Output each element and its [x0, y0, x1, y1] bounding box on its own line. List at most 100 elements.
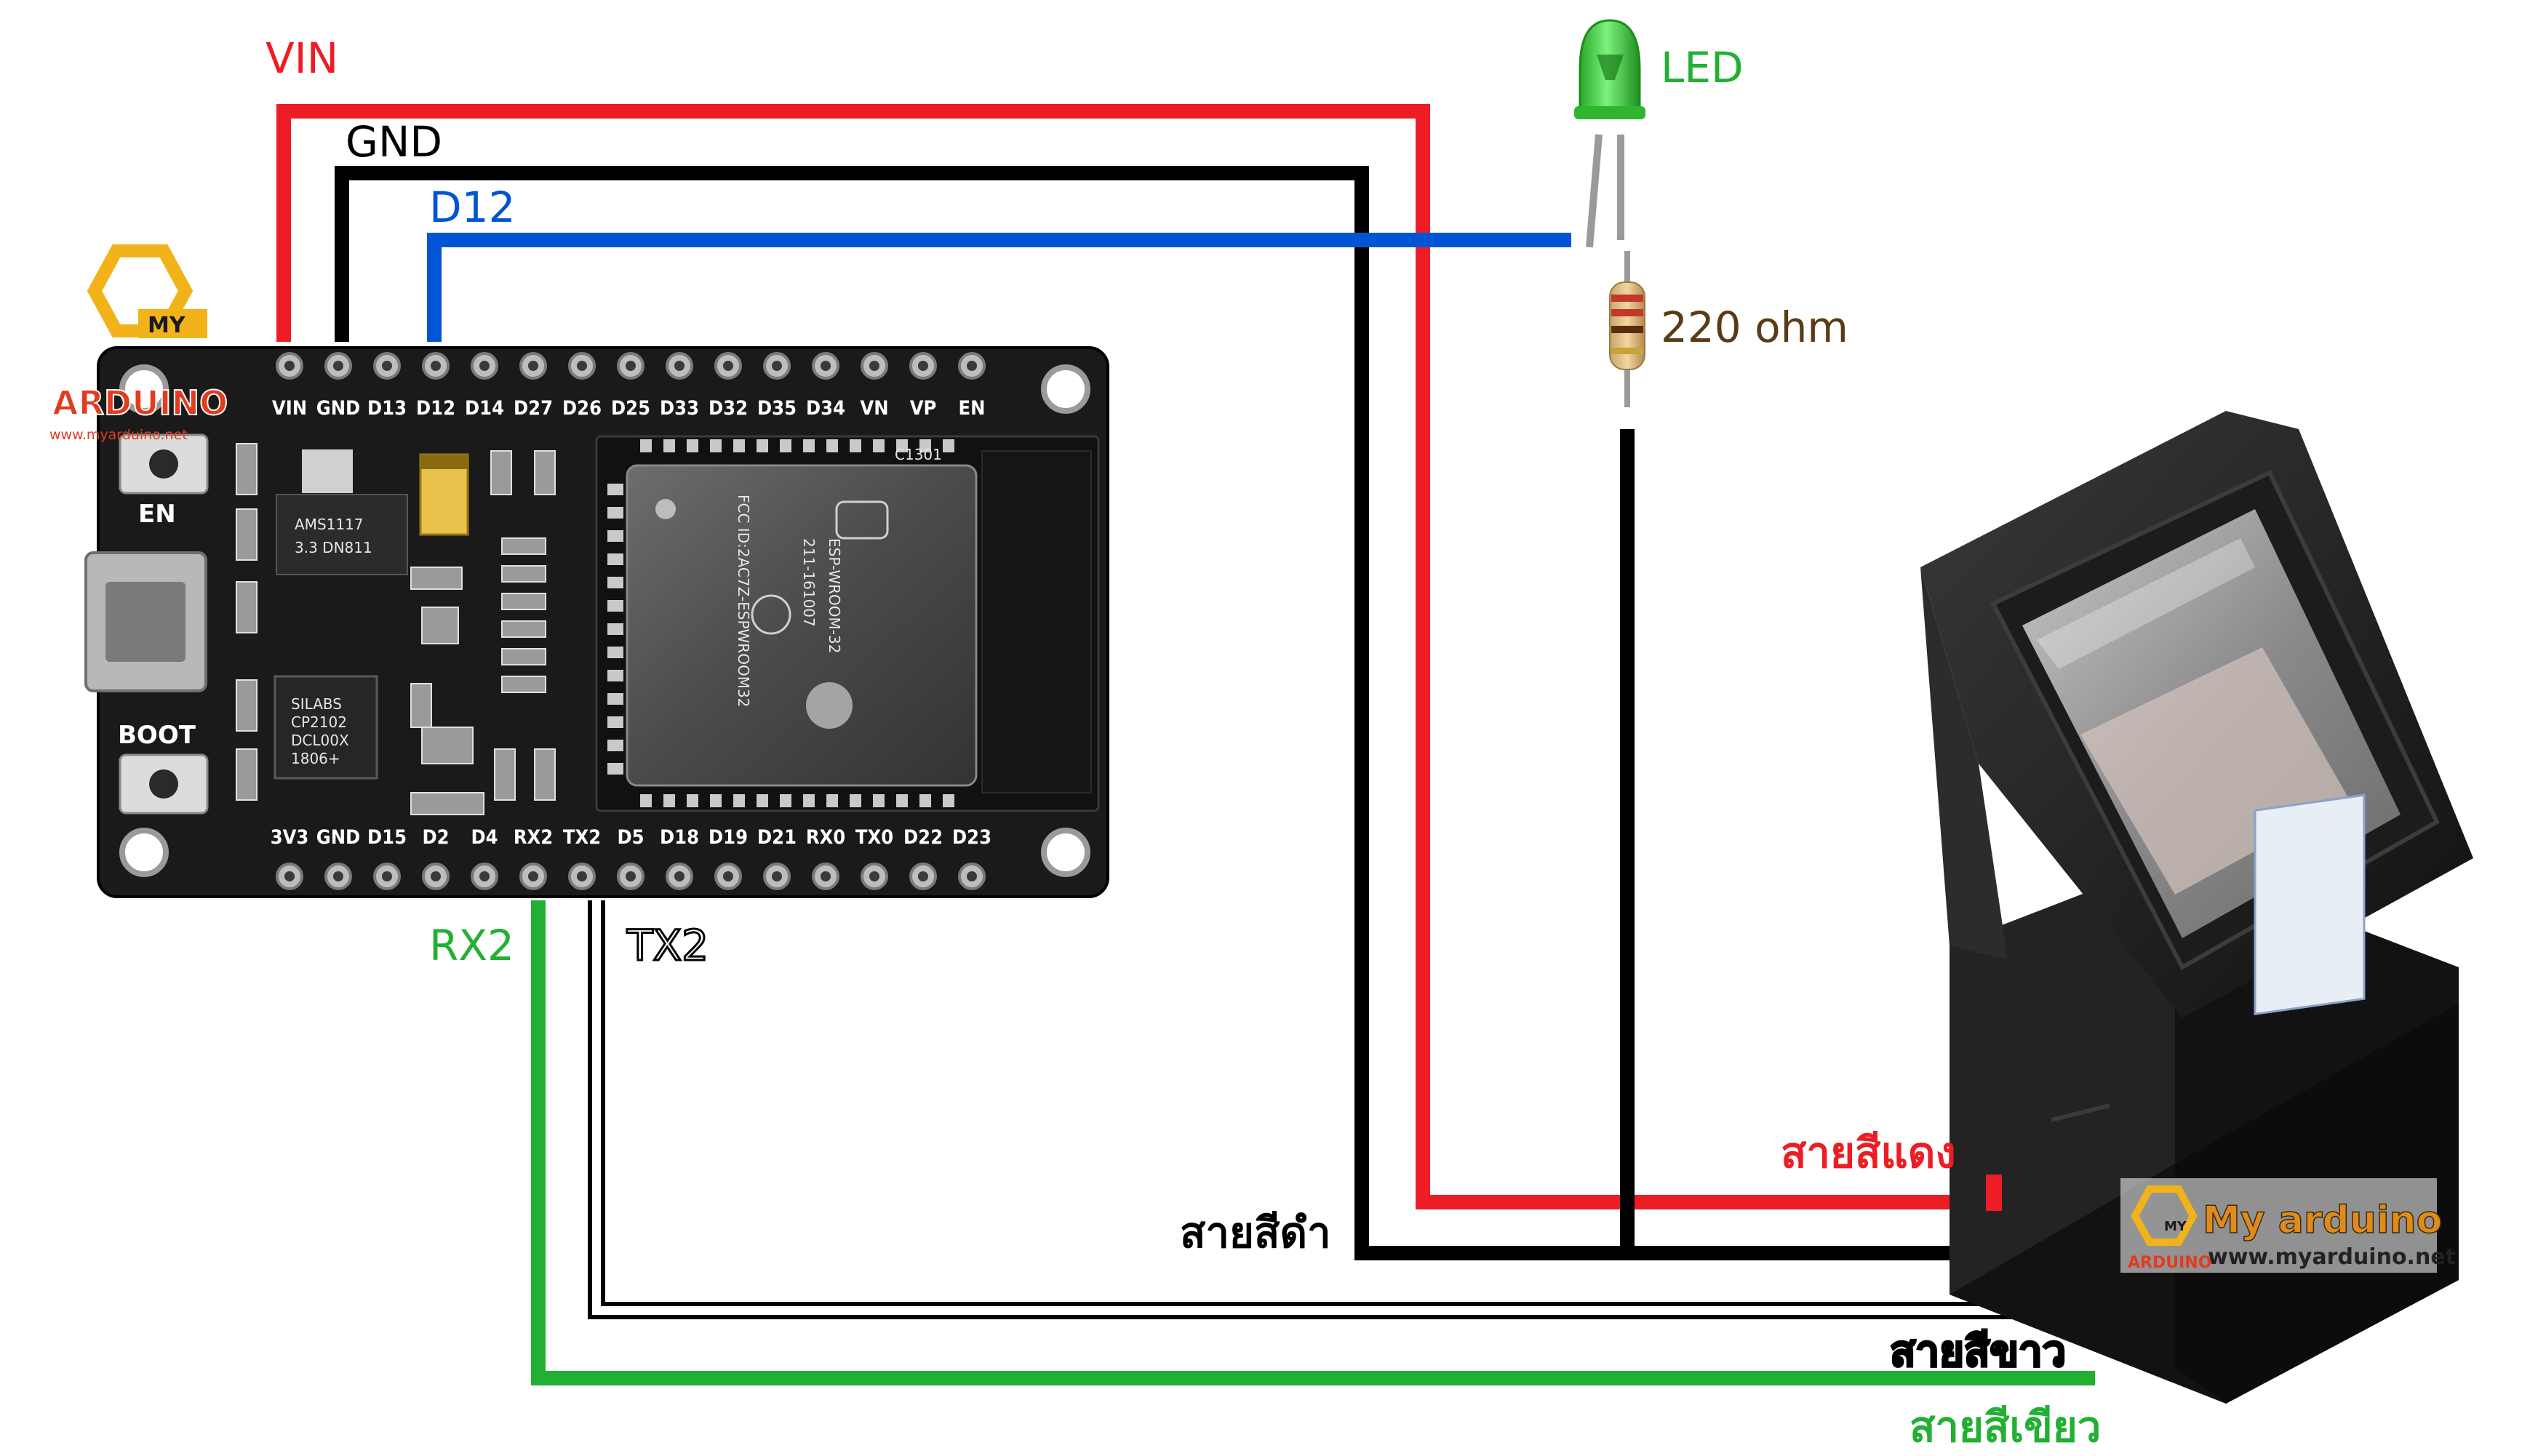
smd-components — [236, 443, 556, 815]
top-pin-hole — [674, 361, 685, 371]
module-pad — [896, 439, 908, 452]
mount-hole — [119, 828, 169, 877]
bottom-pin-hole — [284, 871, 295, 881]
bottom-pin-label: TX0 — [855, 826, 893, 849]
sensor-ridge — [2051, 1103, 2110, 1122]
regulator-text-1: AMS1117 — [295, 516, 364, 533]
sensor-logo-title: My arduino — [2203, 1199, 2442, 1242]
smd-part — [236, 508, 258, 561]
usb-chip-text-2: CP2102 — [291, 713, 347, 731]
rx2-label: RX2 — [429, 921, 514, 970]
top-pin-hole — [577, 361, 587, 371]
bottom-pin-hole — [967, 871, 977, 881]
sensor-logo-my: MY — [2164, 1219, 2187, 1234]
module-label-group: ESP-WROOM-32 211-161007 FCC ID:2AC7Z-ESP… — [735, 495, 843, 707]
top-pin-label: D13 — [367, 397, 407, 420]
bottom-pin-hole — [869, 871, 879, 881]
top-pin-label: VIN — [272, 397, 307, 420]
module-pad — [640, 439, 652, 452]
bottom-pin-hole — [674, 871, 685, 881]
smd-part — [501, 565, 546, 583]
resistor-band-1 — [1611, 295, 1643, 302]
wires — [276, 104, 2095, 1385]
module-pad — [896, 794, 908, 807]
sensor-prism-highlight — [2037, 538, 2255, 669]
bottom-pin-hole — [626, 871, 636, 881]
regulator-text-2: 3.3 DN811 — [295, 539, 372, 556]
module-pad — [687, 794, 698, 807]
bottom-pin-hole — [772, 871, 782, 881]
top-pin-label: EN — [959, 397, 986, 420]
smd-part — [490, 450, 512, 495]
module-pad — [687, 439, 698, 452]
sensor-housing-side — [1920, 567, 2008, 960]
top-pin-hole — [284, 361, 295, 371]
resistor-band-2 — [1611, 309, 1643, 316]
bottom-pin-label: GND — [316, 826, 360, 849]
smd-part — [501, 537, 546, 555]
green-wire-label: สายสีเขียว — [1910, 1402, 2101, 1452]
connector-tab — [1986, 1175, 2002, 1211]
logo-url-text: www.myarduino.net — [49, 427, 188, 443]
smd-part — [534, 450, 556, 495]
top-pin-label: D26 — [562, 397, 602, 420]
led-label: LED — [1661, 43, 1744, 92]
module-pad — [607, 553, 623, 565]
d12-wire — [427, 233, 1571, 342]
bottom-pin-hole — [333, 871, 343, 881]
module-text-2: 211-161007 — [800, 538, 818, 627]
bottom-pin-label: D23 — [952, 826, 991, 849]
bottom-pin-hole — [431, 871, 441, 881]
led-rim — [1574, 106, 1645, 119]
boot-button-cap — [149, 769, 178, 799]
sensor-logo-backdrop — [2120, 1178, 2437, 1273]
bottom-pin-label: D18 — [660, 826, 699, 849]
smd-part — [421, 727, 474, 764]
smd-part — [236, 443, 258, 495]
smd-part — [501, 676, 546, 693]
module-text-3: FCC ID:2AC7Z-ESPWROOM32 — [735, 495, 752, 707]
bottom-pin-label: TX2 — [563, 826, 601, 849]
module-pad — [826, 794, 838, 807]
boot-silk-label: BOOT — [118, 721, 196, 750]
module-pad — [607, 716, 623, 728]
module-pad — [757, 439, 768, 452]
module-pad — [873, 794, 885, 807]
resistor-label: 220 ohm — [1661, 303, 1848, 352]
module-pad — [607, 670, 623, 681]
mount-hole — [1041, 364, 1090, 414]
logo-hexagon-icon — [87, 244, 193, 337]
ce-mark — [751, 594, 791, 635]
module-pad — [663, 794, 675, 807]
top-pin-label: D12 — [416, 397, 455, 420]
tx2-label: TX2 — [626, 921, 709, 970]
top-pin-label: D27 — [514, 397, 553, 420]
sensor-lower-side — [1950, 858, 2175, 1295]
module-pad — [919, 794, 931, 807]
sensor-connector — [1986, 1175, 2002, 1211]
bottom-pin-hole — [918, 871, 928, 881]
top-pin-hole — [967, 361, 977, 371]
bottom-pin-label: D4 — [471, 826, 498, 849]
en-silk-label: EN — [138, 500, 176, 529]
top-pin-hole — [918, 361, 928, 371]
module-pad — [607, 600, 623, 612]
module-pad — [873, 439, 885, 452]
micro-usb-opening — [105, 582, 185, 662]
myarduino-logo-sensor: MY ARDUINO My arduino www.myarduino.net — [2120, 1178, 2456, 1273]
module-pad — [919, 439, 931, 452]
module-pad — [607, 577, 623, 588]
tantalum-stripe — [420, 455, 468, 469]
module-pad — [607, 693, 623, 705]
mount-hole — [119, 364, 169, 414]
top-pin-hole — [528, 361, 538, 371]
module-pad — [663, 439, 675, 452]
usb-chip-text-1: SILABS — [291, 695, 342, 713]
module-dot — [655, 499, 676, 519]
module-pad — [733, 794, 745, 807]
module-text-1: ESP-WROOM-32 — [826, 538, 843, 653]
top-pin-hole — [431, 361, 441, 371]
module-castellated-pads — [607, 439, 954, 807]
